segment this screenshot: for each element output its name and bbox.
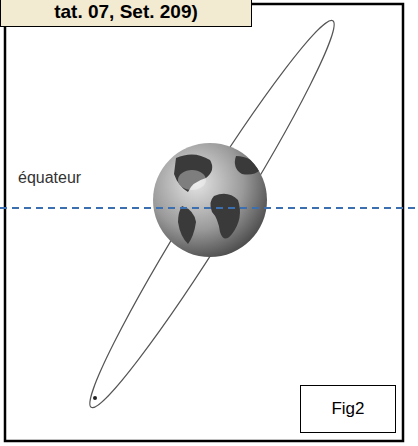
highlight	[178, 170, 206, 190]
orbit	[73, 10, 350, 419]
equator-label: équateur	[18, 169, 81, 187]
satellite-dot	[93, 396, 97, 400]
equator-line	[0, 207, 418, 209]
figure-tag-box: Fig2	[300, 385, 396, 433]
header-box: tat. 07, Set. 209)	[0, 0, 252, 27]
earth-globe	[153, 143, 267, 257]
box-text: Fig2	[331, 399, 364, 419]
box-text: tat. 07, Set. 209)	[54, 1, 198, 23]
continents	[174, 154, 260, 244]
frame	[5, 4, 403, 441]
